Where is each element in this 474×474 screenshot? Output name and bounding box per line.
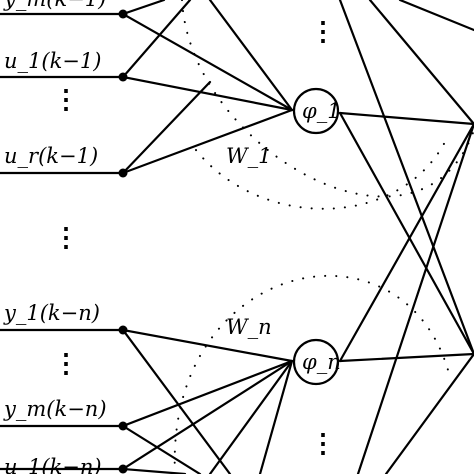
input-node <box>118 9 128 19</box>
input-node <box>118 168 128 178</box>
vertical-ellipsis: ⋮ <box>53 349 79 379</box>
vertical-ellipsis: ⋮ <box>310 429 336 459</box>
input-label-u1-k1: u_1(k−1) <box>4 49 101 73</box>
weight-label-w1: W_1 <box>226 144 271 168</box>
weight-label-wn: W_n <box>226 315 272 339</box>
input-node <box>118 464 128 474</box>
weight-group-arc-1-lower <box>195 139 447 210</box>
hidden-node-phin: φ_n <box>292 338 341 386</box>
input-node <box>118 421 128 431</box>
phi1-label: φ_1 <box>302 99 341 123</box>
input-nodes <box>118 9 128 474</box>
phin-label: φ_n <box>302 350 341 374</box>
input-node <box>118 325 128 335</box>
input-stubs <box>0 12 125 471</box>
edges-to-phi1 <box>121 0 294 175</box>
vertical-ellipsis: ⋮ <box>310 17 336 47</box>
input-label-y1-kn: y_1(k−n) <box>3 301 100 325</box>
vertical-ellipsis: ⋮ <box>53 85 79 115</box>
edges-to-phin <box>121 328 294 474</box>
hidden-node-phi1: φ_1 <box>292 87 341 135</box>
vertical-ellipsis-group: ⋮ ⋮ ⋮ ⋮ ⋮ <box>53 17 336 459</box>
input-node <box>118 72 128 82</box>
input-label-ur-k1: u_r(k−1) <box>4 144 98 168</box>
input-label-ym-k1: y_m(k−1) <box>3 0 106 11</box>
input-label-u1-kn: u_1(k−n) <box>4 455 102 474</box>
vertical-ellipsis: ⋮ <box>53 223 79 253</box>
output-edges <box>338 0 474 474</box>
input-label-ym-kn: y_m(k−n) <box>3 397 107 421</box>
